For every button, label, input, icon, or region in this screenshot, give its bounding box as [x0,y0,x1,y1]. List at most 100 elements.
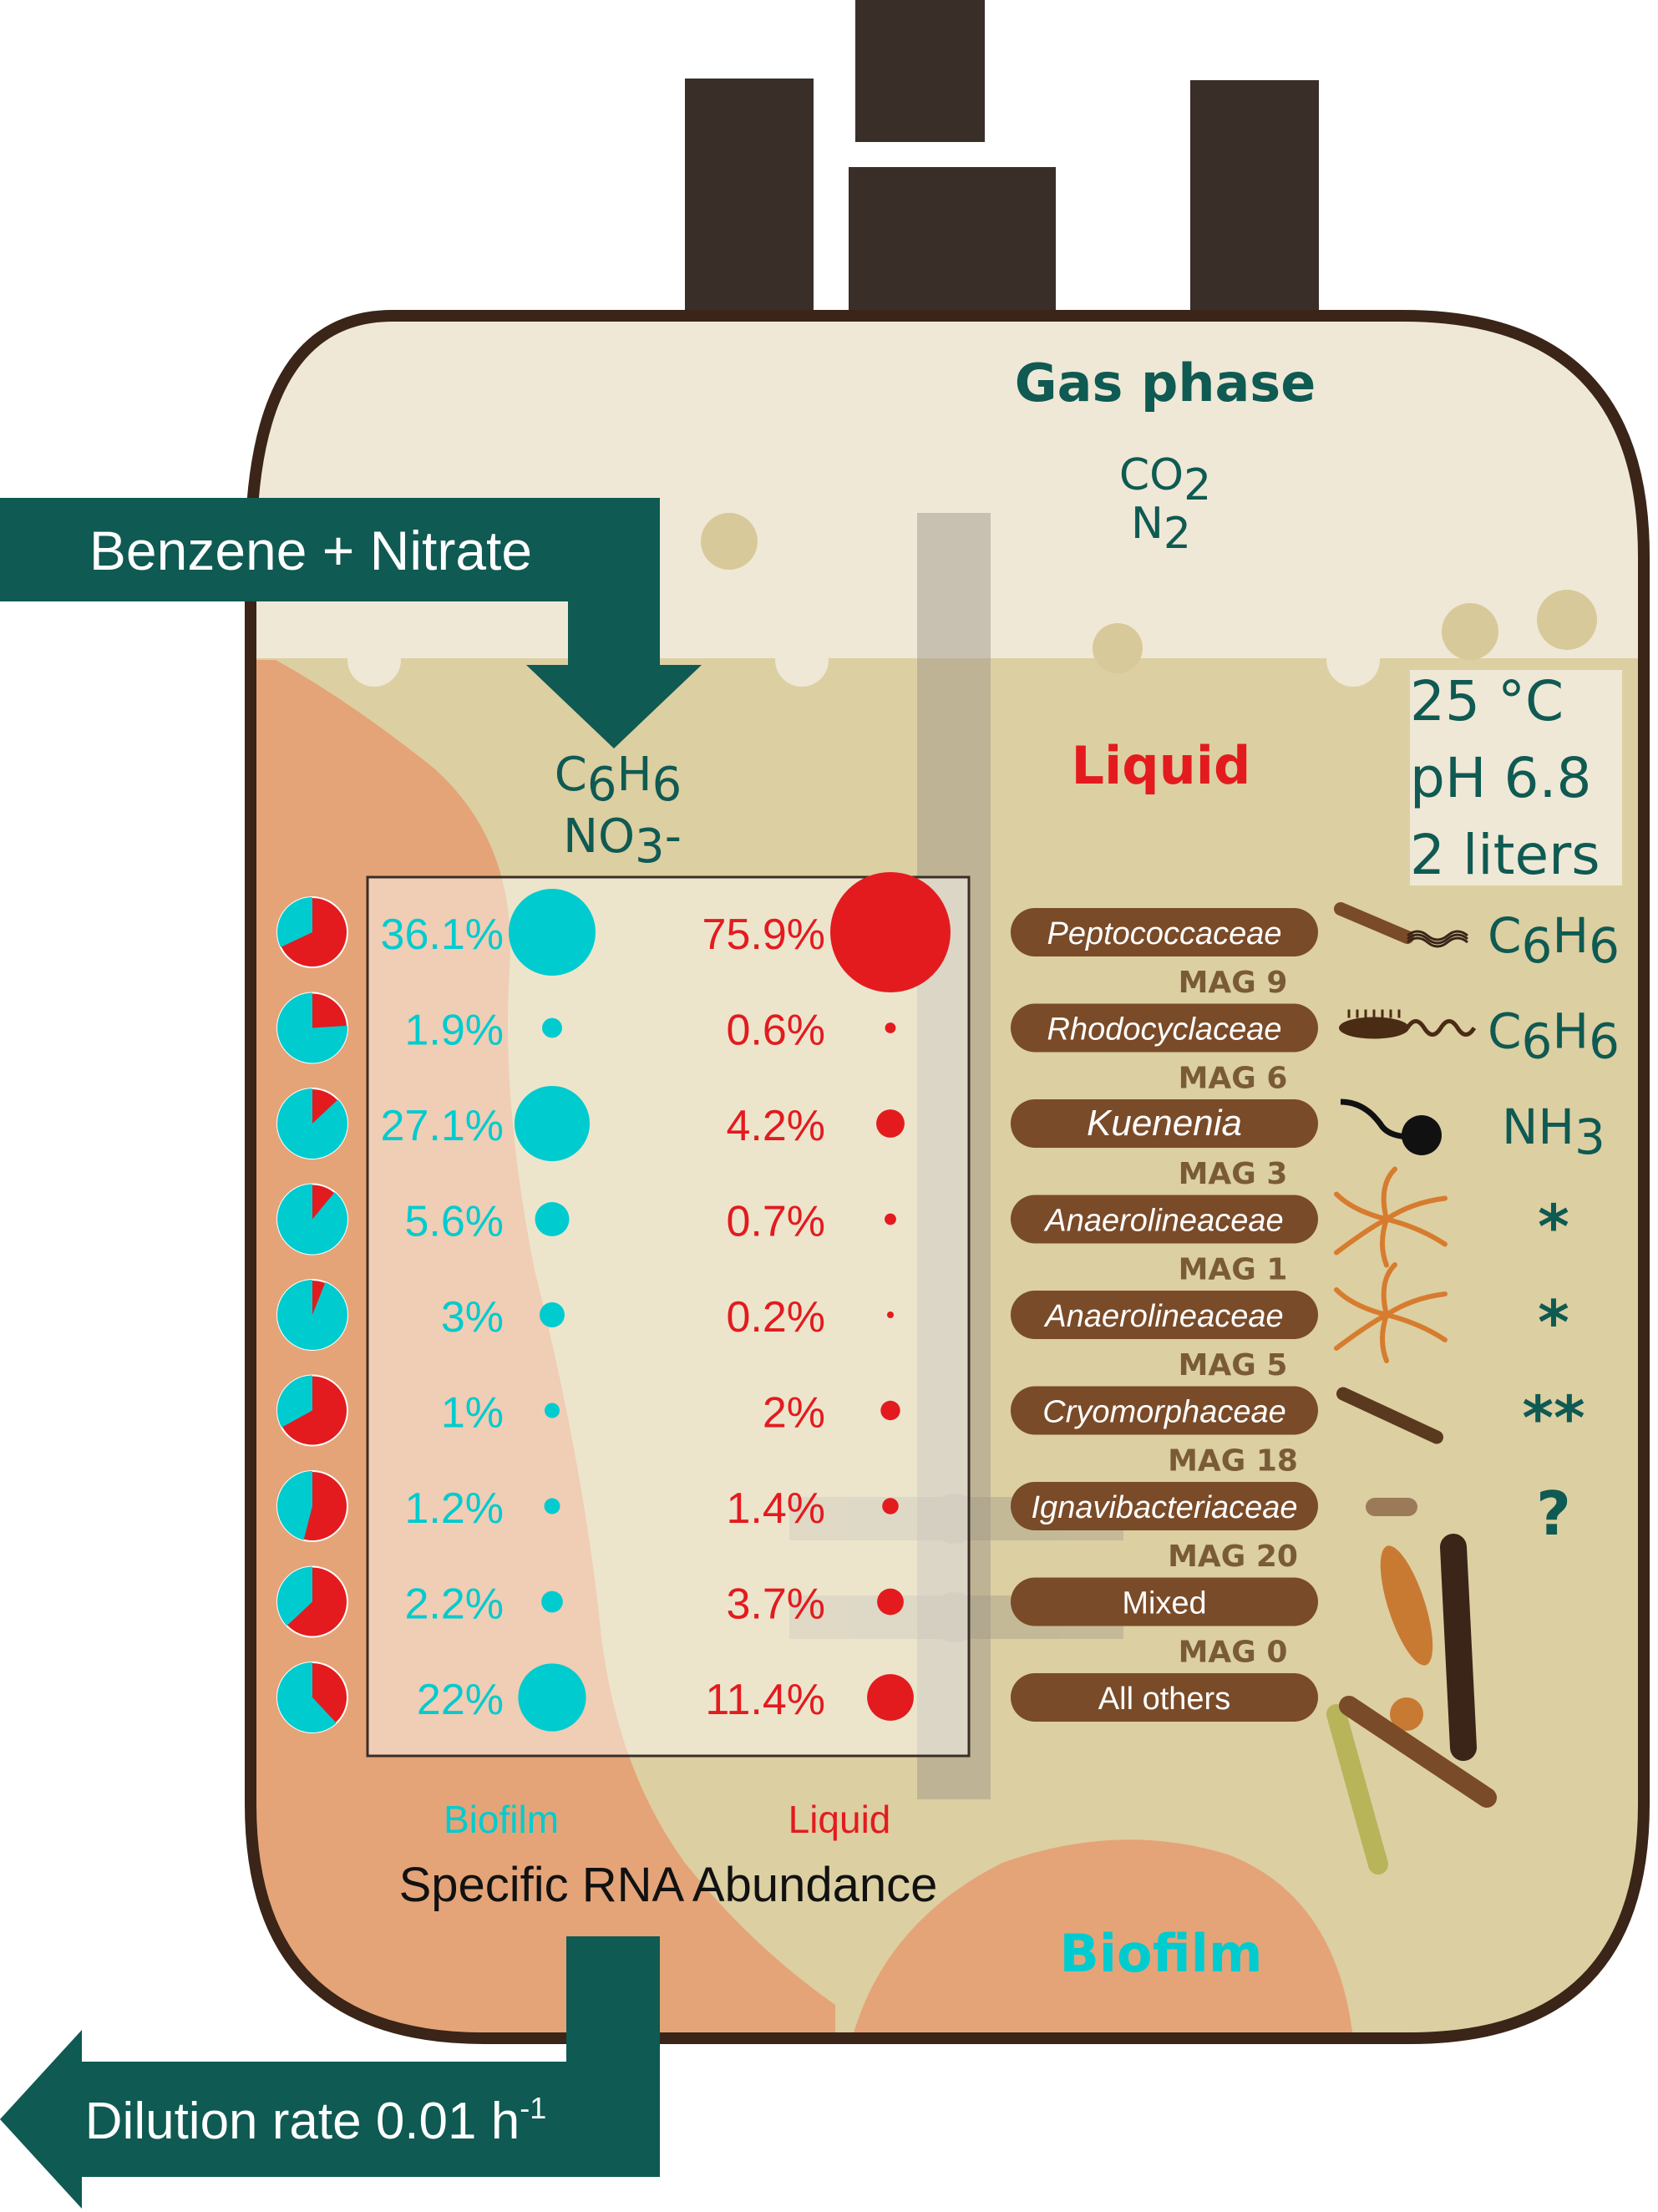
pie-biofilm-share [276,1566,312,1626]
stirrer-shaft [917,513,991,1799]
taxon-pill [1011,1003,1318,1053]
taxon-name: Ignavibacteriaceae [1032,1490,1298,1525]
rod-icon [1336,1387,1443,1444]
biofilm-abundance-value: 1.2% [404,1484,504,1533]
taxon-pill [1011,1673,1318,1722]
taxon-pill [1011,1099,1318,1148]
taxon-pill [1011,908,1318,956]
taxon-name: Cryomorphaceae [1042,1395,1285,1430]
reactor-port-center-top [855,0,985,142]
mag-label: MAG 18 [1168,1444,1298,1479]
input-arrow [0,498,702,748]
gas-n2-label: N2 [1131,499,1191,559]
gas-bubbles [701,513,1597,673]
filament-cluster-icon [1334,1166,1448,1268]
liquid-abundance-value: 0.7% [726,1198,825,1246]
liquid-abundance-value: 1.4% [726,1484,825,1533]
mag-label: MAG 1 [1179,1253,1288,1287]
metabolic-product: C6H6 [1488,1003,1620,1070]
vessel-interior [251,316,1644,2038]
taxon-pill [1011,1291,1318,1339]
taxon-pill [1011,1482,1318,1530]
condition-volume: 2 liters [1410,823,1600,887]
taxon-name: Anaerolineaceae [1043,1204,1283,1239]
liquid-abundance-bubble [885,1213,896,1225]
short-rod-icon [1366,1498,1417,1516]
biofilm-abundance-bubble [545,1403,560,1418]
mixed-cells-icon [1326,1534,1497,1875]
taxon-pill [1011,1386,1318,1435]
reactor-vessel-wall [245,310,1650,2044]
taxon-name: Mixed [1122,1586,1206,1621]
conditions-box [1410,670,1622,885]
biofilm-abundance-bubble [518,1663,586,1732]
output-arrow [0,1936,660,2209]
biofilm-abundance-bubble [514,1085,591,1162]
spirillum-icon [1339,1009,1477,1039]
pie-biofilm-share [276,897,312,947]
liquid-abundance-bubble [830,872,951,992]
biofilm-abundance-bubble [535,1202,570,1236]
taxon-name: All others [1098,1682,1230,1717]
taxon-pill [1011,1195,1318,1244]
gas-phase-region [251,316,1644,668]
biofilm-label: Biofilm [1060,1923,1263,1984]
mag-label: MAG 9 [1179,966,1288,1000]
reactor-port-center [849,167,1056,326]
biofilm-abundance-value: 3% [441,1293,504,1342]
input-arrow-label: Benzene + Nitrate [89,520,532,581]
substrate-benzene: C6H6 [555,748,682,812]
biofilm-abundance-bubble [540,1302,565,1327]
filament-cluster-icon [1334,1262,1448,1363]
liquid-abundance-bubble [882,1498,899,1514]
gas-co2-label: CO2 [1119,450,1211,510]
biofilm-abundance-value: 1% [441,1389,504,1438]
condition-ph: pH 6.8 [1410,746,1591,810]
pie-biofilm-share [276,992,347,1063]
liquid-abundance-value: 4.2% [726,1102,825,1150]
reactor-ports [685,0,1319,326]
pie-biofilm-share [277,1471,312,1540]
liquid-abundance-bubble [880,1400,900,1421]
taxon-name: Peptococcaceae [1047,916,1282,951]
taxon-name: Rhodocyclaceae [1047,1012,1282,1048]
liquid-abundance-value: 0.6% [726,1007,825,1055]
liquid-abundance-value: 0.2% [726,1293,825,1342]
liquid-abundance-bubble [885,1022,896,1033]
liquid-abundance-bubble [867,1674,914,1721]
liquid-label: Liquid [1072,735,1251,796]
pie-biofilm-share [276,1184,347,1255]
abundance-panel [366,875,971,1758]
metabolic-product: NH3 [1502,1098,1605,1165]
mag-label: MAG 6 [1179,1062,1288,1096]
taxon-name: Anaerolineaceae [1043,1299,1283,1334]
metabolic-product: ** [1522,1383,1584,1454]
liquid-abundance-bubble [877,1588,904,1616]
biofilm-abundance-value: 1.9% [404,1007,504,1055]
biofilm-abundance-bubble [509,889,596,976]
biofilm-abundance-bubble [542,1017,562,1038]
taxon-name: Kuenenia [1087,1103,1242,1144]
column-label-biofilm: Biofilm [444,1798,559,1841]
output-arrow-label: Dilution rate 0.01 h-1 [85,2091,546,2150]
biofilm-abundance-value: 5.6% [404,1198,504,1246]
condition-temperature: 25 °C [1410,669,1564,733]
coccus-tail-icon [1340,1098,1442,1155]
taxon-pill [1011,1577,1318,1626]
panel-title: Specific RNA Abundance [399,1858,938,1912]
metabolic-product: * [1538,1192,1569,1262]
liquid-abundance-bubble [876,1109,905,1138]
abundance-row: 22%11.4%All others [276,1534,1497,1875]
liquid-abundance-value: 11.4% [705,1676,825,1724]
liquid-abundance-value: 2% [763,1389,825,1438]
